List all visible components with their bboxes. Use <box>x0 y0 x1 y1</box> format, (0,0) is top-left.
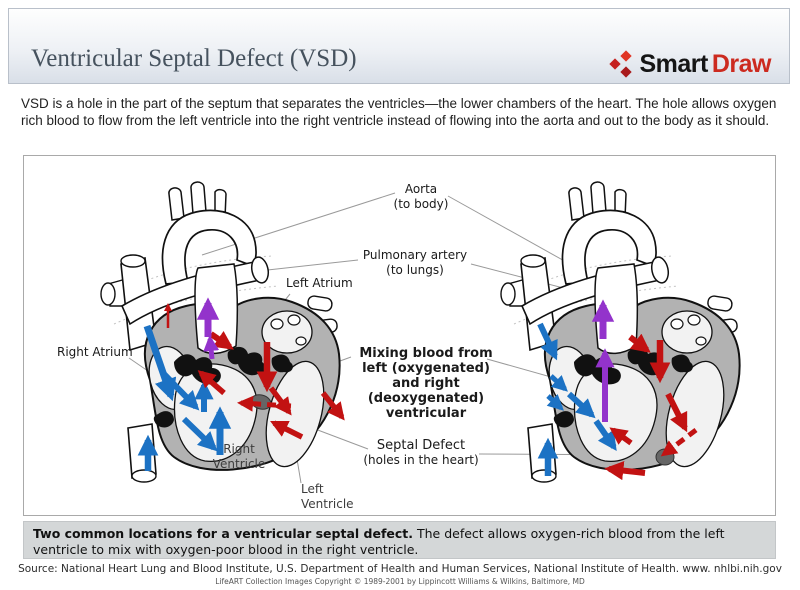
label-septal-defect: Septal Defect (holes in the heart) <box>363 438 479 467</box>
label-right-ventricle: Right Ventricle <box>212 442 266 471</box>
label-right-atrium: Right Atrium <box>57 345 133 359</box>
left-heart-blood-arrows <box>137 297 345 471</box>
caption-bold-text: Two common locations for a ventricular s… <box>33 526 413 541</box>
logo-text-draw: Draw <box>711 49 772 78</box>
copyright-line: LifeART Collection Images Copyright © 19… <box>215 577 585 586</box>
label-left-ventricle: Left Ventricle <box>301 482 354 511</box>
label-pulmonary-artery: Pulmonary artery (to lungs) <box>362 248 468 277</box>
logo-text-smart: Smart <box>639 49 708 78</box>
label-mixing-blood: Mixing blood from left (oxygenated) and … <box>359 346 493 421</box>
diagram-panel: Aorta (to body) Pulmonary artery (to lun… <box>23 155 776 516</box>
right-heart-blood-arrows <box>537 299 698 481</box>
caption-box: Two common locations for a ventricular s… <box>23 521 776 559</box>
label-aorta: Aorta (to body) <box>393 182 449 211</box>
heart-diagram-graphic <box>100 181 741 484</box>
source-line: Source: National Heart Lung and Blood In… <box>18 563 782 575</box>
label-left-atrium: Left Atrium <box>286 276 353 290</box>
page-title: Ventricular Septal Defect (VSD) <box>31 45 357 72</box>
smartdraw-diamonds-icon <box>609 50 633 78</box>
caption-rest-text: The defect allows oxygen-rich blood from… <box>33 526 725 557</box>
intro-paragraph: VSD is a hole in the part of the septum … <box>21 96 777 128</box>
